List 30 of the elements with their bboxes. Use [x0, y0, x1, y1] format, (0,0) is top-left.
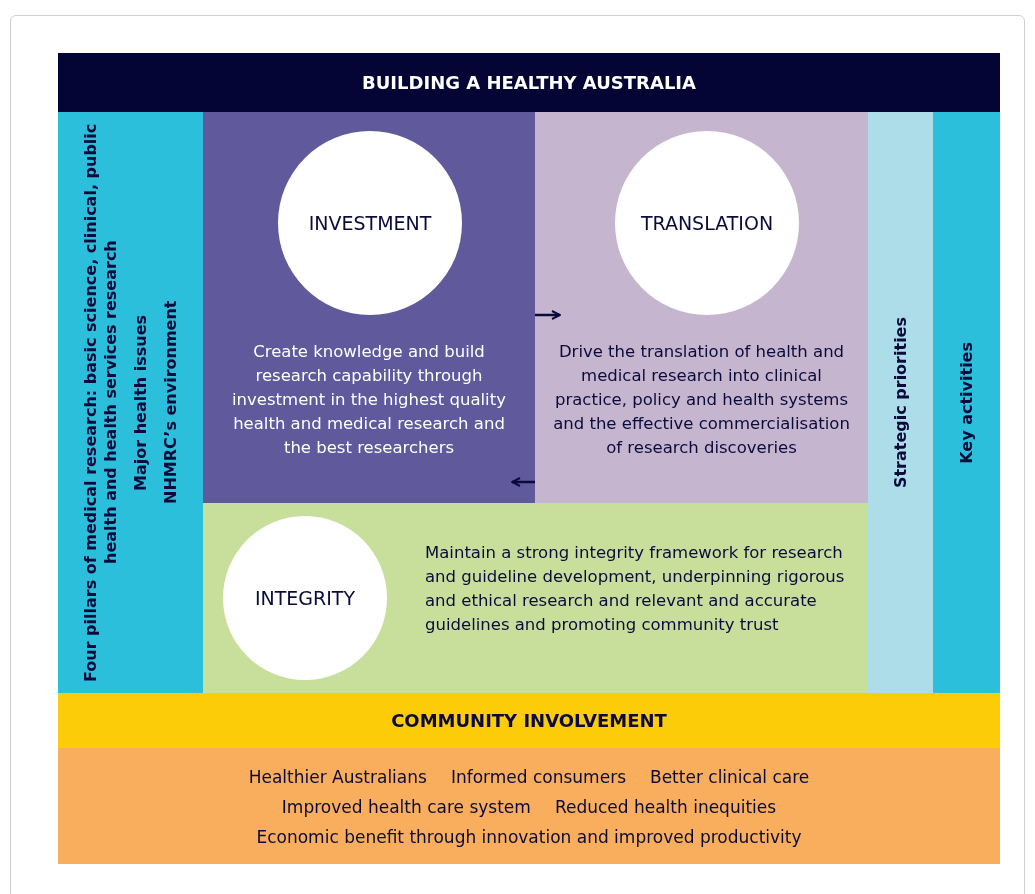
- heading: COMMUNITY INVOLVEMENT: [391, 710, 667, 731]
- outcome-text: Informed consumers: [450, 767, 626, 787]
- outcome-text: Better clinical care: [650, 767, 810, 787]
- circle-label: TRANSLATION: [640, 212, 774, 234]
- description-text: Maintain a strong integrity framework for research and guideline development, underpinning rigorous and ethical research and relevant and accurate guidelines and promoting community trust: [425, 542, 846, 636]
- outcome-text: Healthier Australians: [248, 767, 427, 787]
- side-band: [868, 112, 933, 693]
- vertical-label: Four pillars of medical research: basic science, clinical, public health and health services research: [80, 122, 121, 684]
- vertical-label: NHMRC’s environment: [160, 299, 181, 507]
- vertical-label: Major health issues: [130, 313, 151, 493]
- arrow: [535, 310, 561, 320]
- circle-label: INVESTMENT: [308, 212, 432, 234]
- arrow: [511, 477, 535, 487]
- panel: [203, 503, 868, 693]
- panel: [203, 112, 535, 503]
- outcomes-panel: [58, 748, 1000, 864]
- outcome-text: Economic benefit through innovation and improved productivity: [256, 827, 802, 847]
- description-text: Drive the translation of health and medical research into clinical practice, policy and health systems and the effective commercialisation of research discoveries: [552, 341, 851, 459]
- vertical-label: Strategic priorities: [890, 316, 911, 489]
- description-text: Create knowledge and build research capability through investment in the highest quality health and medical research and the best researchers: [231, 341, 507, 459]
- side-band: [58, 112, 203, 693]
- title-band: [58, 53, 1000, 112]
- outcome-text: Reduced health inequities: [554, 797, 777, 817]
- heading-band: [58, 693, 1000, 748]
- panel: [535, 112, 868, 503]
- vertical-label: Key activities: [956, 341, 977, 464]
- outcome-text: Improved health care system: [281, 797, 531, 817]
- side-band: [933, 112, 1000, 693]
- heading: BUILDING A HEALTHY AUSTRALIA: [362, 72, 696, 93]
- circle-label: INTEGRITY: [254, 587, 356, 609]
